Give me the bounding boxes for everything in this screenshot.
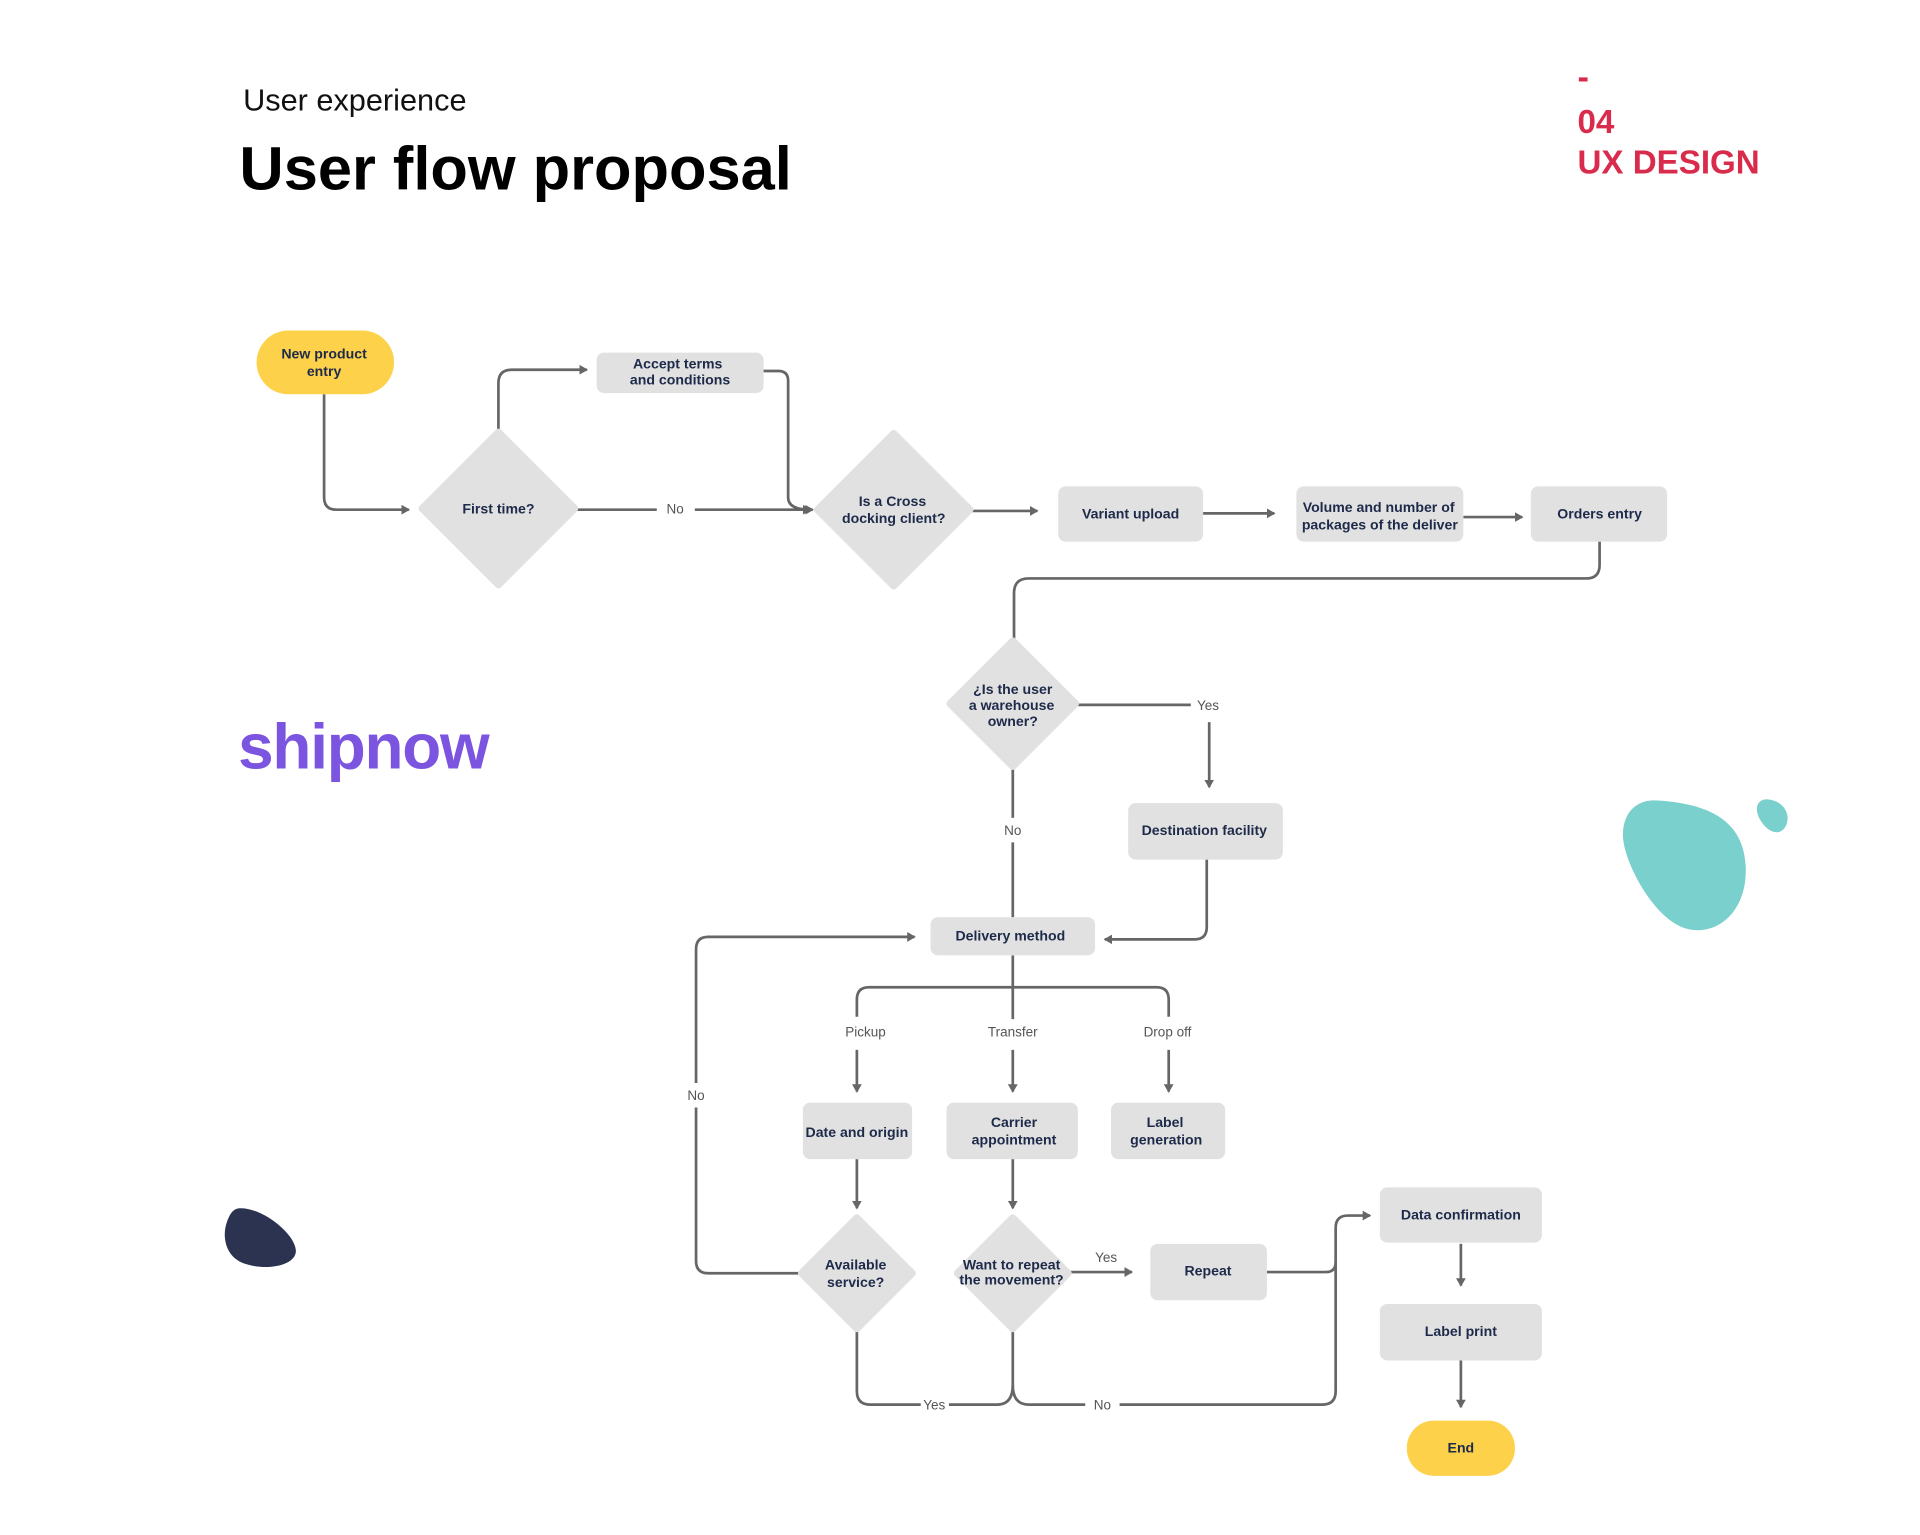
svg-text:Label print: Label print — [1425, 1323, 1497, 1339]
section-name: UX DESIGN — [1577, 144, 1759, 181]
svg-text:generation: generation — [1130, 1131, 1202, 1147]
node-orders-entry: Orders entry — [1530, 486, 1668, 542]
svg-text:a warehouse: a warehouse — [969, 697, 1055, 713]
svg-text:Is a Cross: Is a Cross — [859, 493, 927, 509]
svg-text:End: End — [1448, 1440, 1475, 1456]
section-dash: - — [1577, 59, 1588, 97]
svg-text:Available: Available — [825, 1257, 887, 1273]
node-end: End — [1406, 1420, 1515, 1476]
svg-text:entry: entry — [307, 363, 342, 379]
svg-text:Volume and number of: Volume and number of — [1303, 499, 1455, 515]
svg-text:Carrier: Carrier — [991, 1114, 1038, 1130]
label-warehouse-yes: Yes — [1197, 698, 1219, 713]
svg-text:docking client?: docking client? — [842, 510, 945, 526]
node-first-time-decision: First time? — [418, 428, 579, 589]
node-repeat: Repeat — [1150, 1243, 1267, 1301]
label-available-yes: Yes — [923, 1398, 945, 1413]
edge-repeat-no-b — [1119, 1210, 1372, 1406]
navy-blob — [224, 1208, 296, 1268]
teal-blob — [1622, 800, 1746, 931]
edge-first-time-accept — [497, 364, 589, 433]
edge-accept-cross — [763, 369, 812, 515]
page-title: User flow proposal — [239, 134, 791, 203]
edge-available-yes-a — [855, 1328, 921, 1406]
svg-text:Delivery method: Delivery method — [955, 928, 1065, 944]
edge-repeat-no-a — [1011, 1384, 1086, 1406]
label-repeat-no: No — [1094, 1398, 1111, 1413]
node-available-service-decision: Available service? — [797, 1214, 916, 1333]
label-warehouse-no: No — [1004, 823, 1021, 838]
edge-destination-delivery — [1103, 859, 1209, 945]
svg-text:Accept terms: Accept terms — [633, 356, 723, 372]
svg-text:appointment: appointment — [972, 1131, 1057, 1147]
svg-text:Data confirmation: Data confirmation — [1401, 1206, 1521, 1222]
label-repeat-yes: Yes — [1095, 1250, 1117, 1265]
label-available-no: No — [687, 1088, 704, 1103]
node-date-origin: Date and origin — [802, 1102, 913, 1160]
svg-text:New product: New product — [281, 346, 367, 362]
svg-text:Orders entry: Orders entry — [1557, 505, 1642, 521]
node-delivery-method: Delivery method — [930, 917, 1096, 956]
page-subtitle: User experience — [243, 83, 466, 118]
edge-orders-warehouse — [1012, 541, 1601, 640]
svg-text:Destination facility: Destination facility — [1142, 822, 1268, 838]
connectors — [322, 364, 1601, 1409]
shipnow-logo: shipnow — [238, 711, 490, 783]
node-data-confirmation: Data confirmation — [1379, 1187, 1542, 1243]
section-number: 04 — [1577, 104, 1614, 141]
small-teal-blob — [1756, 799, 1788, 833]
svg-text:and conditions: and conditions — [630, 371, 730, 387]
edge-available-yes-b — [948, 1328, 1015, 1406]
label-drop-off: Drop off — [1144, 1024, 1192, 1039]
svg-text:Date and origin: Date and origin — [806, 1124, 909, 1140]
node-label-generation: Label generation — [1110, 1102, 1226, 1160]
svg-text:Label: Label — [1147, 1114, 1184, 1130]
svg-text:the movement?: the movement? — [959, 1271, 1063, 1287]
edge-repeat-data — [1266, 1262, 1338, 1274]
edge-delivery-branch — [855, 985, 1171, 1017]
node-variant-upload: Variant upload — [1058, 486, 1204, 542]
node-warehouse-owner-decision: ¿Is the user a warehouse owner? — [946, 637, 1080, 770]
edge-available-no-a — [694, 1107, 801, 1275]
node-label-print: Label print — [1379, 1303, 1542, 1361]
svg-text:owner?: owner? — [988, 713, 1038, 729]
svg-text:¿Is the user: ¿Is the user — [973, 681, 1053, 697]
svg-text:Want to repeat: Want to repeat — [963, 1257, 1061, 1273]
svg-text:packages of the deliver: packages of the deliver — [1302, 516, 1459, 532]
label-pickup: Pickup — [845, 1024, 886, 1039]
node-want-repeat-decision: Want to repeat the movement? — [953, 1214, 1072, 1333]
node-accept-terms: Accept terms and conditions — [596, 352, 764, 394]
edge-start-first-time — [322, 394, 411, 515]
edge-available-no-b — [694, 932, 916, 1083]
label-transfer: Transfer — [988, 1024, 1038, 1039]
node-carrier-appointment: Carrier appointment — [946, 1102, 1078, 1160]
node-cross-docking-decision: Is a Cross docking client? — [813, 429, 974, 590]
node-start: New product entry — [256, 330, 395, 395]
svg-text:Repeat: Repeat — [1184, 1263, 1231, 1279]
svg-text:Variant upload: Variant upload — [1082, 505, 1179, 521]
svg-text:service?: service? — [827, 1274, 884, 1290]
node-volume-packages: Volume and number of packages of the del… — [1296, 486, 1464, 542]
node-destination-facility: Destination facility — [1128, 803, 1283, 860]
svg-text:First time?: First time? — [462, 500, 534, 516]
label-first-time-no: No — [667, 501, 684, 516]
